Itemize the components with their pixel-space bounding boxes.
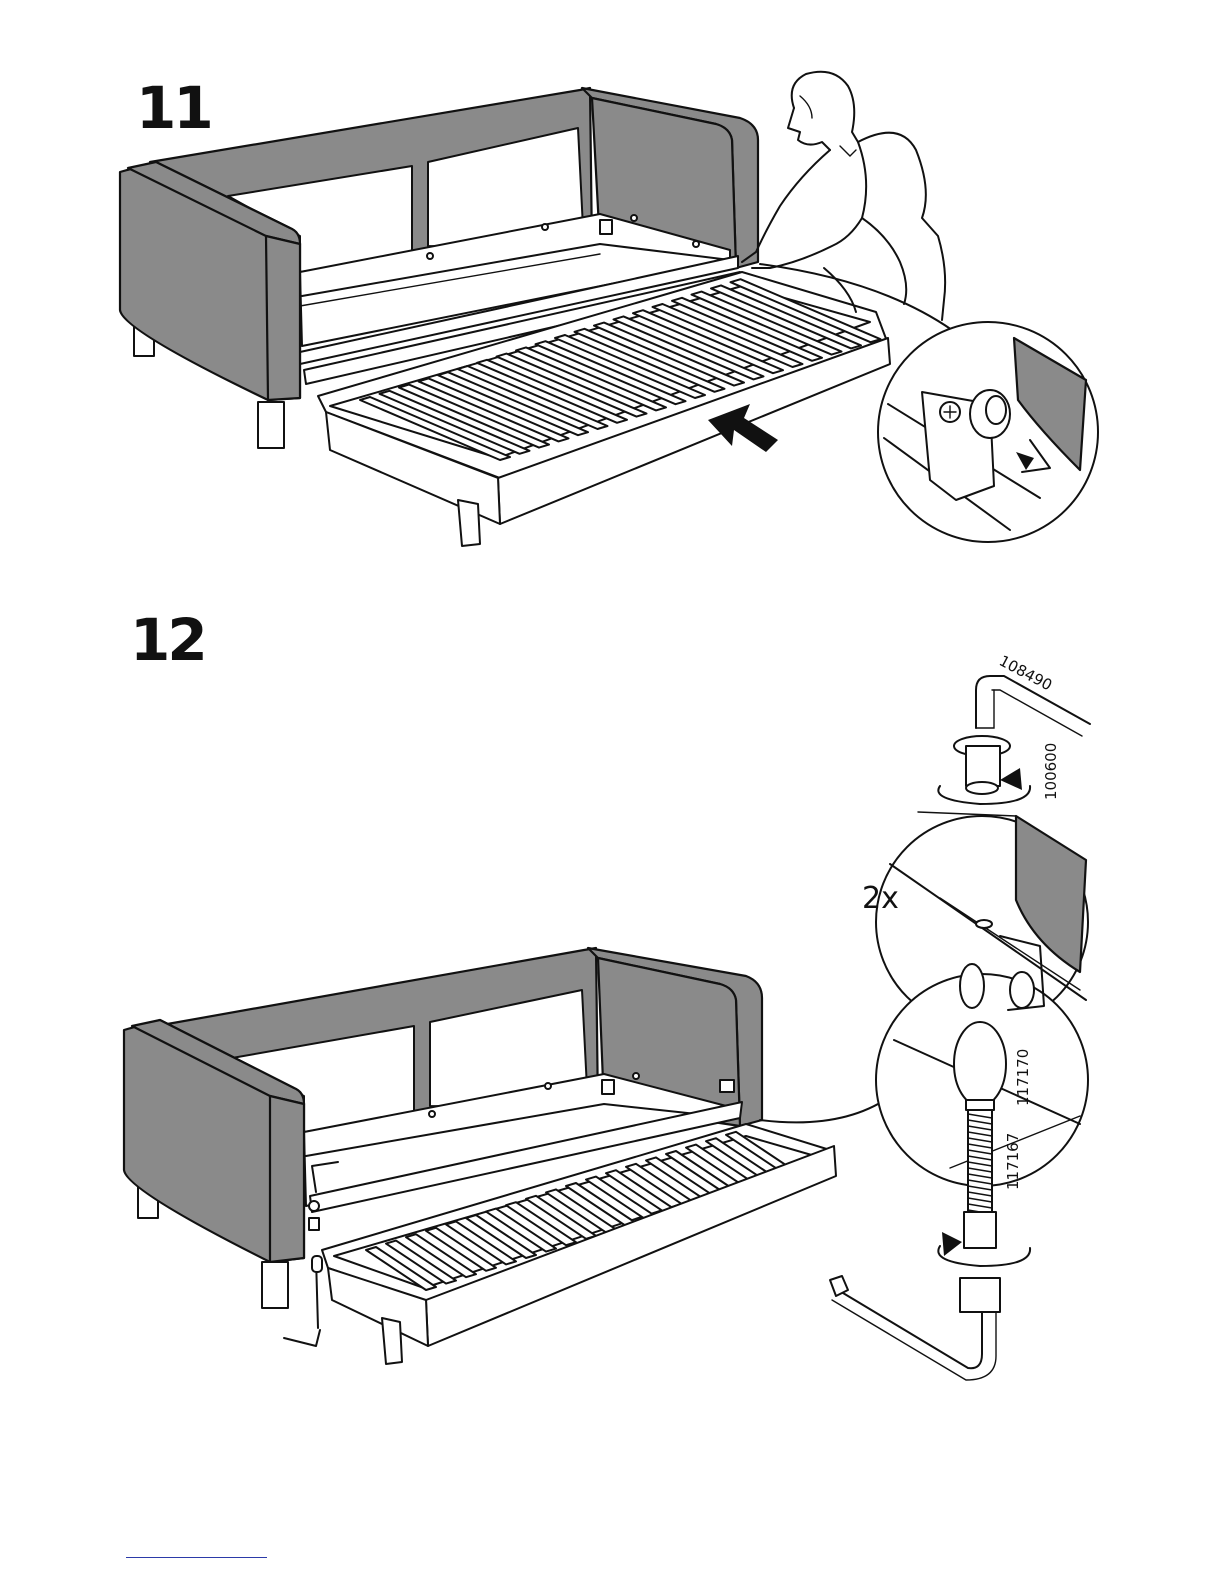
footer-rule — [126, 1557, 267, 1558]
quantity-label: 2x — [862, 881, 899, 916]
step-12-detail-callout: 2x 108490 100600 117170 117167 — [830, 652, 1090, 1380]
part-number-117170: 117170 — [1014, 1049, 1032, 1106]
part-number-117167: 117167 — [1004, 1133, 1022, 1190]
part-number-100600: 100600 — [1042, 743, 1060, 800]
